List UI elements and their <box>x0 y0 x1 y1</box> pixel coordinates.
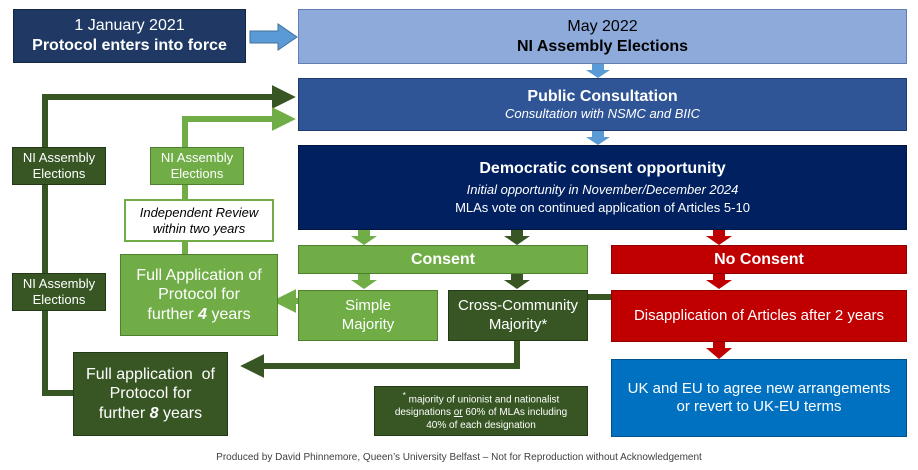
full4-suffix: years <box>207 305 251 323</box>
uk-eu-line2: or revert to UK-EU terms <box>676 398 842 415</box>
footnote-line3: 40% of each designation <box>426 420 536 432</box>
footnote-box: * majority of unionist and nationalist d… <box>374 386 588 436</box>
simple-majority-line1: Simple <box>345 297 391 315</box>
elections-title: NI Assembly Elections <box>516 37 689 55</box>
full4-years: 4 <box>198 305 207 323</box>
full8-prefix: further <box>98 404 150 422</box>
ni-elections-lower-line2: Elections <box>32 292 86 307</box>
cross-to-disapplication-line <box>588 294 612 300</box>
ni-elections-upper-line1: NI Assembly <box>22 150 96 166</box>
footnote-line2: designations or 60% of MLAs including <box>395 406 567 419</box>
review-line2: within two years <box>152 220 246 236</box>
footnote-line1-text: majority of unionist and nationalist <box>405 394 560 406</box>
consent-label: Consent <box>411 250 475 268</box>
footnote-mark: * <box>402 389 406 400</box>
ni-elections-inner-box: NI Assembly Elections <box>150 147 244 185</box>
ni-elections-upper-line2: Elections <box>32 166 86 181</box>
cross-community-line2: Majority* <box>488 315 548 333</box>
start-date: 1 January 2021 <box>74 17 185 35</box>
review-line1: Independent Review <box>139 204 259 220</box>
simple-majority-box: Simple Majority <box>298 290 438 341</box>
elections-2022-box: May 2022 NI Assembly Elections <box>298 9 907 64</box>
no-consent-box: No Consent <box>611 245 907 274</box>
full4-line2: Protocol for <box>158 286 240 304</box>
arrow-to-cross <box>504 274 530 289</box>
arrow-consultation-to-consent <box>586 131 610 145</box>
consultation-title: Public Consultation <box>527 87 678 105</box>
full-application-4-box: Full Application of Protocol for further… <box>120 254 278 336</box>
consent-opportunity-line3: MLAs vote on continued application of Ar… <box>455 199 750 215</box>
consent-opportunity-box: Democratic consent opportunity Initial o… <box>298 145 907 230</box>
full8-line3: further 8 years <box>99 404 202 424</box>
full8-suffix: years <box>158 404 203 422</box>
footnote-line2-b: 60% of MLAs including <box>462 407 568 419</box>
footnote-or: or <box>453 407 463 419</box>
uk-eu-box: UK and EU to agree new arrangements or r… <box>611 359 907 437</box>
footnote-line2-a: designations <box>394 407 454 419</box>
arrow-elections-to-consultation <box>586 64 610 78</box>
footnote-line1: * majority of unionist and nationalist <box>403 390 560 406</box>
arrow-to-simple <box>351 274 377 289</box>
arrow-to-uk-eu <box>706 342 732 359</box>
ni-elections-lower-box: NI Assembly Elections <box>12 273 106 311</box>
arrow-to-no-consent <box>706 230 732 245</box>
no-consent-label: No Consent <box>714 250 804 268</box>
consent-box: Consent <box>298 245 588 274</box>
ni-elections-inner-line2: Elections <box>170 166 224 181</box>
arrow-to-consent-left <box>351 230 377 245</box>
ni-elections-upper-box: NI Assembly Elections <box>12 147 106 185</box>
full8-line2: Protocol for <box>109 385 192 403</box>
start-title: Protocol enters into force <box>32 37 227 54</box>
protocol-start-box: 1 January 2021 Protocol enters into forc… <box>13 9 246 63</box>
arrow-to-disapplication <box>706 274 732 289</box>
full4-prefix: further <box>147 305 199 323</box>
independent-review-box: Independent Review within two years <box>124 199 274 242</box>
simple-majority-line2: Majority <box>341 315 395 333</box>
ni-elections-inner-line1: NI Assembly <box>160 150 234 166</box>
uk-eu-line1: UK and EU to agree new arrangements <box>627 379 891 397</box>
ni-elections-lower-line1: NI Assembly <box>22 276 96 292</box>
public-consultation-box: Public Consultation Consultation with NS… <box>298 78 907 131</box>
consent-opportunity-title: Democratic consent opportunity <box>479 160 726 178</box>
consultation-subtitle: Consultation with NSMC and BIIC <box>504 106 701 122</box>
arrow-to-consent-right <box>504 230 530 245</box>
footer-credit: Produced by David Phinnemore, Queen’s Un… <box>216 452 702 463</box>
full8-years: 8 <box>149 404 159 422</box>
consent-opportunity-subtitle: Initial opportunity in November/December… <box>466 181 739 197</box>
disapplication-label: Disapplication of Articles after 2 years <box>633 306 885 324</box>
arrow-cross-to-full8 <box>240 341 520 378</box>
cross-community-line1: Cross-Community <box>457 297 578 315</box>
full8-line1: Full application of <box>86 365 215 383</box>
disapplication-box: Disapplication of Articles after 2 years <box>611 290 907 342</box>
arrow-full8-loop <box>42 85 296 396</box>
full-application-8-box: Full application of Protocol for further… <box>73 352 228 436</box>
full4-line3: further 4 years <box>147 305 250 325</box>
elections-date: May 2022 <box>567 17 638 35</box>
full4-line1: Full Application of <box>136 266 262 284</box>
cross-community-box: Cross-Community Majority* <box>448 290 588 341</box>
arrow-start-to-elections <box>249 23 298 51</box>
